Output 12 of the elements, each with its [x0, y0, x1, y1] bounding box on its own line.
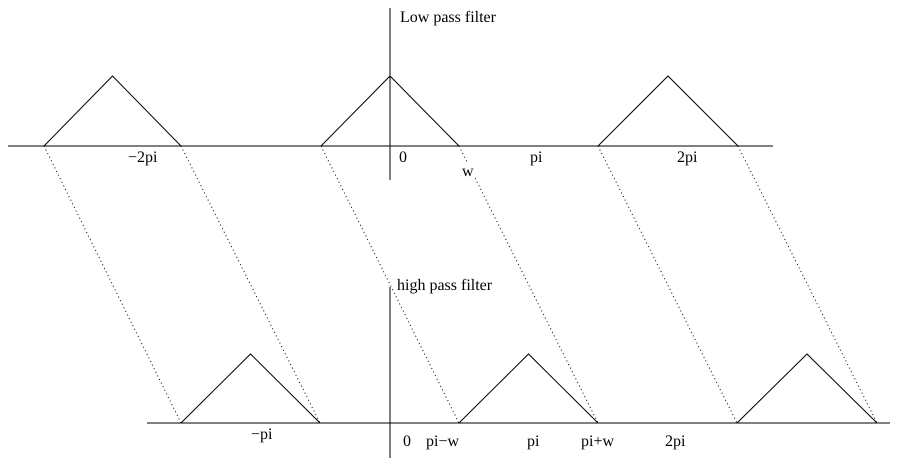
chart-title: Low pass filter — [399, 9, 497, 27]
axis-tick-label: −pi — [250, 426, 274, 444]
axis-tick-label: pi — [529, 149, 544, 167]
axis-tick-label: −2pi — [127, 149, 158, 167]
axis-tick-label: 0 — [402, 433, 412, 451]
axis-tick-label: 2pi — [676, 149, 698, 167]
axis-tick-label: pi — [526, 433, 540, 451]
axis-tick-label: 0 — [398, 149, 408, 167]
axis-tick-label: pi+w — [580, 433, 616, 451]
axis-tick-label: 2pi — [664, 433, 686, 451]
axis-tick-label: pi−w — [425, 433, 460, 451]
chart-title: high pass filter — [396, 277, 494, 295]
